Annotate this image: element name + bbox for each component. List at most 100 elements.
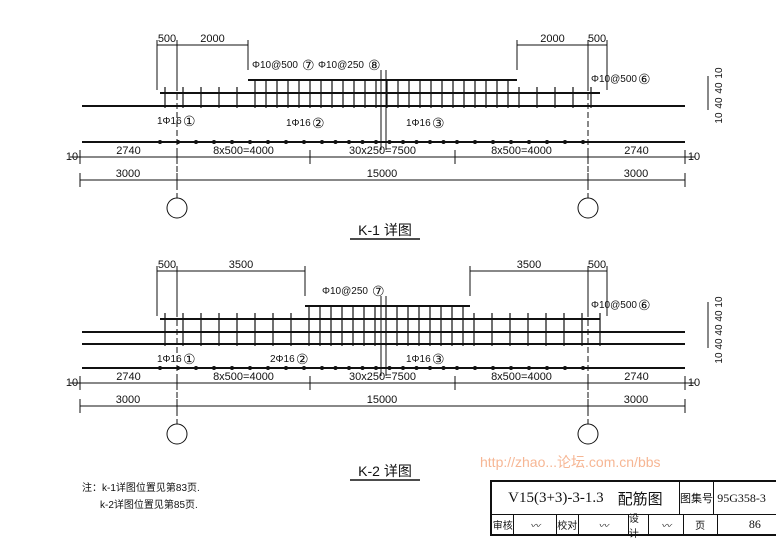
side-dim-value: 10 <box>714 112 725 124</box>
rebar-marker: ⑥ <box>638 71 651 87</box>
rebar-marker: ⑦ <box>372 283 385 299</box>
dim-value: 30x250=7500 <box>349 145 416 157</box>
dim-value: 3000 <box>116 168 140 180</box>
rebar-label: Φ10@500 <box>591 300 637 311</box>
dim-value: 10 <box>688 377 700 389</box>
side-dim-value: 40 <box>714 97 725 109</box>
dim-value: 2740 <box>624 145 648 157</box>
atlas-number: 95G358-3 <box>717 490 766 505</box>
dim-value: 2740 <box>116 371 140 383</box>
note-1: 注：k-1详图位置见第83页. <box>82 483 200 494</box>
rebar-marker: ⑥ <box>638 297 651 313</box>
rebar-dot <box>176 140 180 144</box>
rebar-dot <box>333 140 338 144</box>
drawing-title: V15(3+3)-3-1.3 配筋图 <box>492 482 680 514</box>
rebar-dot <box>527 366 531 370</box>
rebar-dot <box>374 366 378 370</box>
dim-value: 8x500=4000 <box>491 145 552 157</box>
rebar-dot <box>212 140 216 144</box>
rebar-marker: ② <box>312 115 325 131</box>
rebar-marker: ③ <box>432 115 445 131</box>
rebar-label: 1Φ16 <box>157 116 182 127</box>
rebar-marker: ① <box>183 113 196 129</box>
rebar-dot <box>347 366 351 370</box>
detail-title: K-1 详图 <box>358 222 412 238</box>
rebar-dot <box>320 366 324 370</box>
dim-top: 2000 <box>540 33 564 45</box>
rebar-dot <box>302 366 306 370</box>
title-block: V15(3+3)-3-1.3 配筋图 图集号 95G358-3 审核 〰 校对 … <box>490 480 776 538</box>
rebar-dot <box>360 366 365 370</box>
rebar-dot <box>374 140 378 144</box>
watermark: http://zhao...论坛.com.cn/bbs <box>480 454 661 470</box>
dim-top: 500 <box>588 33 606 45</box>
dim-value: 10 <box>66 377 78 389</box>
rebar-dot <box>266 366 270 370</box>
review-signature: 〰 <box>514 515 557 534</box>
notes: 注：k-1详图位置见第83页. k-2详图位置见第85页. <box>82 480 200 514</box>
rebar-label: 1Φ16 <box>406 118 431 129</box>
side-dim-value: 40 <box>714 324 725 336</box>
dim-value: 3000 <box>624 394 648 406</box>
dim-top: 500 <box>588 259 606 271</box>
side-dim-value: 10 <box>714 67 725 79</box>
rebar-label: 1Φ16 <box>157 354 182 365</box>
axis-bubble <box>166 197 188 219</box>
rebar-dot <box>491 140 495 144</box>
rebar-dot <box>491 366 495 370</box>
rebar-dot <box>176 366 180 370</box>
check-signature: 〰 <box>579 515 629 534</box>
detail-title: K-2 详图 <box>358 463 412 479</box>
check-label: 校对 <box>557 515 579 534</box>
rebar-dot <box>563 140 567 144</box>
rebar-dot <box>347 140 351 144</box>
dim-value: 8x500=4000 <box>491 371 552 383</box>
dim-value: 8x500=4000 <box>213 371 274 383</box>
rebar-dot <box>194 140 198 144</box>
dim-value: 15000 <box>367 168 398 180</box>
axis-bubble <box>166 423 188 445</box>
design-label: 设计 <box>629 514 650 538</box>
rebar-label: Φ10@500 <box>591 74 637 85</box>
rebar-marker: ② <box>296 351 309 367</box>
rebar-label: Φ10@500 <box>252 60 298 71</box>
rebar-dot <box>284 140 288 144</box>
dim-top: 3500 <box>229 259 253 271</box>
rebar-marker: ③ <box>432 351 445 367</box>
rebar-dot <box>230 140 234 144</box>
design-signature: 〰 <box>649 515 684 534</box>
rebar-dot <box>581 140 585 144</box>
rebar-dot <box>230 366 234 370</box>
rebar-dot <box>158 140 162 144</box>
dim-value: 15000 <box>367 394 398 406</box>
rebar-dot <box>266 140 270 144</box>
rebar-dot <box>414 366 419 370</box>
rebar-dot <box>455 366 459 370</box>
side-dim-value: 40 <box>714 310 725 322</box>
rebar-dot <box>545 140 549 144</box>
side-dim-value: 10 <box>714 296 725 308</box>
rebar-dot <box>248 366 252 370</box>
rebar-dot <box>248 140 252 144</box>
rebar-dot <box>194 366 198 370</box>
rebar-marker: ① <box>183 351 196 367</box>
drawing-number: V15(3+3)-3-1.3 <box>508 489 604 506</box>
dim-top: 3500 <box>517 259 541 271</box>
rebar-dot <box>401 366 405 370</box>
rebar-label: 1Φ16 <box>406 354 431 365</box>
side-dim-value: 40 <box>714 338 725 350</box>
axis-bubble <box>577 197 599 219</box>
dim-top: 500 <box>158 259 176 271</box>
rebar-marker: ⑦ <box>302 57 315 73</box>
drawing-name: 配筋图 <box>617 491 663 508</box>
rebar-dot <box>387 366 392 370</box>
rebar-label: Φ10@250 <box>318 60 364 71</box>
review-label: 审核 <box>492 515 515 534</box>
rebar-dot <box>545 366 549 370</box>
rebar-dot <box>387 140 392 144</box>
rebar-label: 1Φ16 <box>286 118 311 129</box>
rebar-marker: ⑧ <box>368 57 381 73</box>
rebar-dot <box>414 140 419 144</box>
